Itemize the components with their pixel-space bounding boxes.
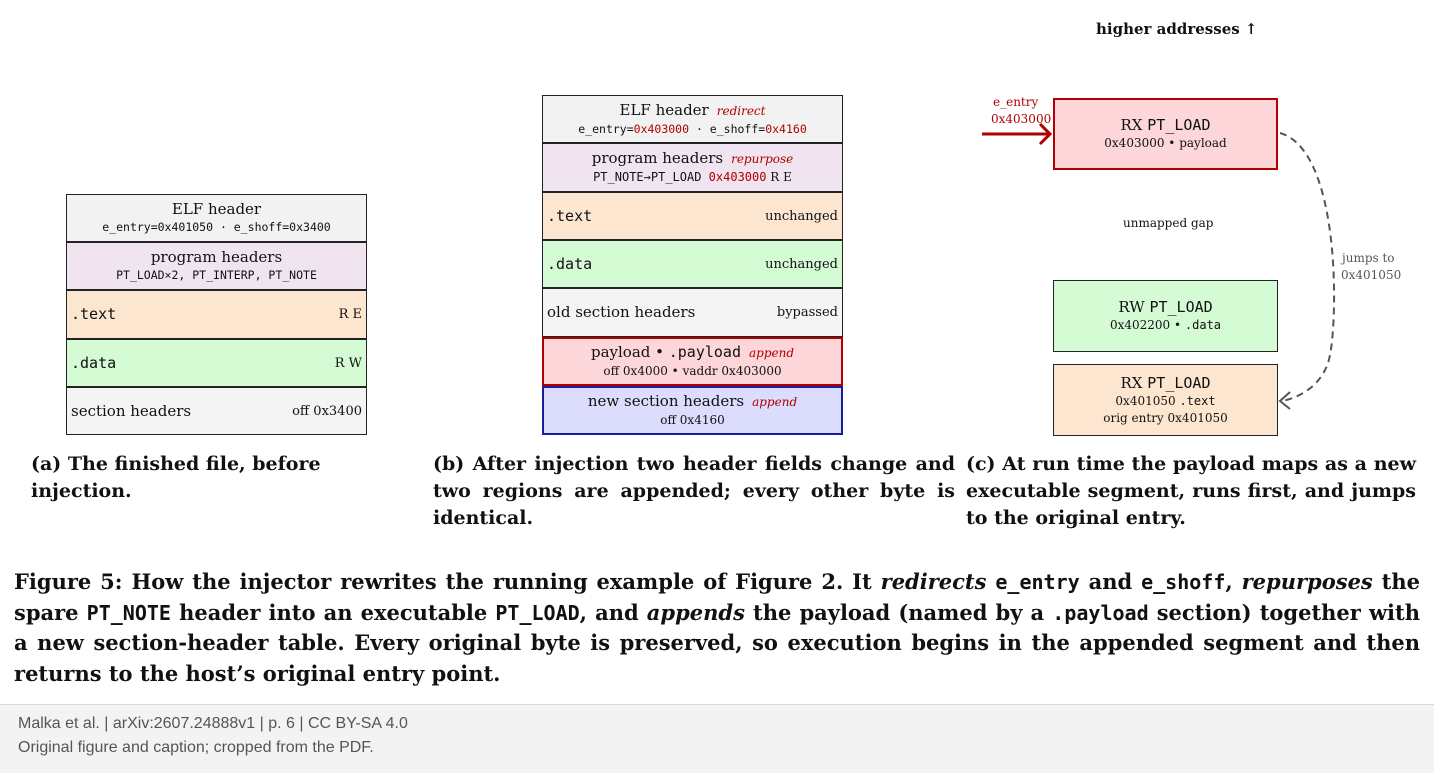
c-rx-text-segment: RX PT_LOAD 0x401050 .text orig entry 0x4… <box>1053 364 1278 436</box>
c-rx2-perm: RX <box>1120 373 1148 392</box>
b-elf-f1: e_entry= <box>578 121 634 136</box>
c-rx1-perm: RX <box>1120 116 1148 134</box>
b-payload-fields: off 0x4000 • vaddr 0x403000 <box>603 364 782 378</box>
caption-italic: repurposes <box>1241 569 1373 594</box>
a-program-headers-block: program headers PT_LOAD×2, PT_INTERP, PT… <box>66 242 367 290</box>
b-subcaption: (b) After injection two header fields ch… <box>433 453 955 529</box>
a-elf-header-fields: e_entry=0x401050 · e_shoff=0x3400 <box>102 220 331 234</box>
caption-code: e_entry <box>995 570 1080 594</box>
a-data-perm: R W <box>334 355 362 371</box>
b-old-section-headers-tag: bypassed <box>776 305 838 320</box>
b-data-tag: unchanged <box>765 256 838 272</box>
a-subcaption: (a) The finished file, before injection. <box>31 453 321 502</box>
c-rx1-type: PT_LOAD <box>1147 116 1211 134</box>
c-rw-section: .data <box>1184 318 1222 332</box>
a-elf-header-block: ELF header e_entry=0x401050 · e_shoff=0x… <box>66 194 367 242</box>
source-footer: Malka et al. | arXiv:2607.24888v1 | p. 6… <box>0 704 1434 773</box>
caption-italic: redirects <box>880 569 987 594</box>
c-rw-perm: RW <box>1118 298 1150 316</box>
b-program-headers-block: program headers repurpose PT_NOTE→PT_LOAD… <box>542 143 843 192</box>
c-rx1-line: 0x403000 • payload <box>1104 136 1227 150</box>
entry-label: e_entry <box>993 95 1039 109</box>
a-program-headers-title: program headers <box>150 248 283 266</box>
a-program-headers-fields: PT_LOAD×2, PT_INTERP, PT_NOTE <box>116 268 317 282</box>
b-ph-f2: R E <box>766 170 792 184</box>
b-new-section-headers-block: new section headers append off 0x4160 <box>542 386 843 435</box>
b-text-tag: unchanged <box>765 208 838 224</box>
higher-addresses-label: higher addresses ↑ <box>1096 20 1258 38</box>
b-elf-f2-value: 0x4160 <box>765 121 807 136</box>
caption-code: e_shoff <box>1141 570 1226 594</box>
jumps-to-address: 0x401050 <box>1341 268 1402 282</box>
unmapped-gap-label: unmapped gap <box>1123 216 1214 230</box>
caption-part: the payload (named by a <box>744 599 1053 625</box>
caption-code: .payload <box>1052 600 1149 625</box>
b-data-label: .data <box>547 254 593 273</box>
c-rx2-orig-entry: orig entry 0x401050 <box>1103 410 1228 425</box>
c-rw-addr: 0x402200 • <box>1109 318 1185 332</box>
b-payload-name: .payload <box>668 343 741 361</box>
b-payload-block: payload • .payload append off 0x4000 • va… <box>542 337 843 386</box>
b-new-section-headers-title: new section headers <box>587 392 745 410</box>
b-text-block: .text unchanged <box>542 192 843 240</box>
c-rw-type: PT_LOAD <box>1149 298 1213 316</box>
footer-citation: Malka et al. | arXiv:2607.24888v1 | p. 6… <box>18 715 408 732</box>
b-ph-f1-value: 0x403000 <box>708 170 767 184</box>
footer-note: Original figure and caption; cropped fro… <box>18 739 374 756</box>
caption-code: PT_NOTE <box>86 600 171 625</box>
a-text-block: .text R E <box>66 290 367 339</box>
b-elf-header-block: ELF header redirect e_entry=0x403000 · e_… <box>542 95 843 143</box>
a-section-headers-block: section headers off 0x3400 <box>66 387 367 435</box>
b-redirect-note: redirect <box>716 103 766 118</box>
b-text-label: .text <box>547 206 593 225</box>
caption-part: the spare <box>14 569 1420 625</box>
a-elf-header-title: ELF header <box>171 200 262 218</box>
caption-part: , and <box>579 599 647 625</box>
b-old-section-headers-block: old section headers bypassed <box>542 288 843 337</box>
b-elf-f1-value: 0x403000 <box>633 121 690 136</box>
a-section-headers-label: section headers <box>71 401 192 420</box>
caption-part: , <box>1225 569 1242 594</box>
b-old-section-headers-label: old section headers <box>547 303 696 321</box>
b-data-block: .data unchanged <box>542 240 843 288</box>
b-elf-f2: · e_shoff= <box>689 121 766 136</box>
caption-part: header into an executable <box>170 599 496 625</box>
c-rx2-type: PT_LOAD <box>1147 373 1211 392</box>
b-newsh-append-note: append <box>752 395 798 409</box>
caption-italic: appends <box>646 599 745 625</box>
caption-part: and <box>1079 569 1142 594</box>
b-program-headers-title: program headers <box>591 149 724 167</box>
c-rx2-section: .text <box>1179 393 1216 408</box>
c-subcaption: (c) At run time the payload maps as a ne… <box>966 453 1416 529</box>
c-rw-data-segment: RW PT_LOAD 0x402200 • .data <box>1053 280 1278 352</box>
b-elf-header-title: ELF header <box>619 100 709 119</box>
figure-caption: Figure 5: How the injector rewrites the … <box>14 567 1420 689</box>
jump-arrow-icon <box>1278 132 1336 410</box>
a-section-headers-off: off 0x3400 <box>292 403 362 419</box>
b-ph-f1: PT_NOTE→PT_LOAD <box>593 170 709 184</box>
a-text-label: .text <box>71 305 117 323</box>
caption-code: PT_LOAD <box>495 600 580 625</box>
c-rx-payload-segment: RX PT_LOAD 0x403000 • payload <box>1053 98 1278 170</box>
jumps-to-label: jumps to <box>1342 251 1395 265</box>
c-rx2-addr: 0x401050 <box>1115 393 1180 408</box>
entry-address: 0x403000 <box>991 112 1052 126</box>
b-payload-title: payload • <box>590 343 669 361</box>
entry-arrow-icon <box>982 122 1053 146</box>
b-new-section-headers-fields: off 0x4160 <box>660 413 725 427</box>
a-data-block: .data R W <box>66 339 367 387</box>
caption-part: section) together with a new section-hea… <box>14 599 1420 686</box>
caption-part: Figure 5: How the injector rewrites the … <box>14 569 881 594</box>
b-payload-append-note: append <box>749 346 795 360</box>
a-text-perm: R E <box>338 307 362 322</box>
a-data-label: .data <box>71 353 117 372</box>
b-repurpose-note: repurpose <box>731 152 794 166</box>
